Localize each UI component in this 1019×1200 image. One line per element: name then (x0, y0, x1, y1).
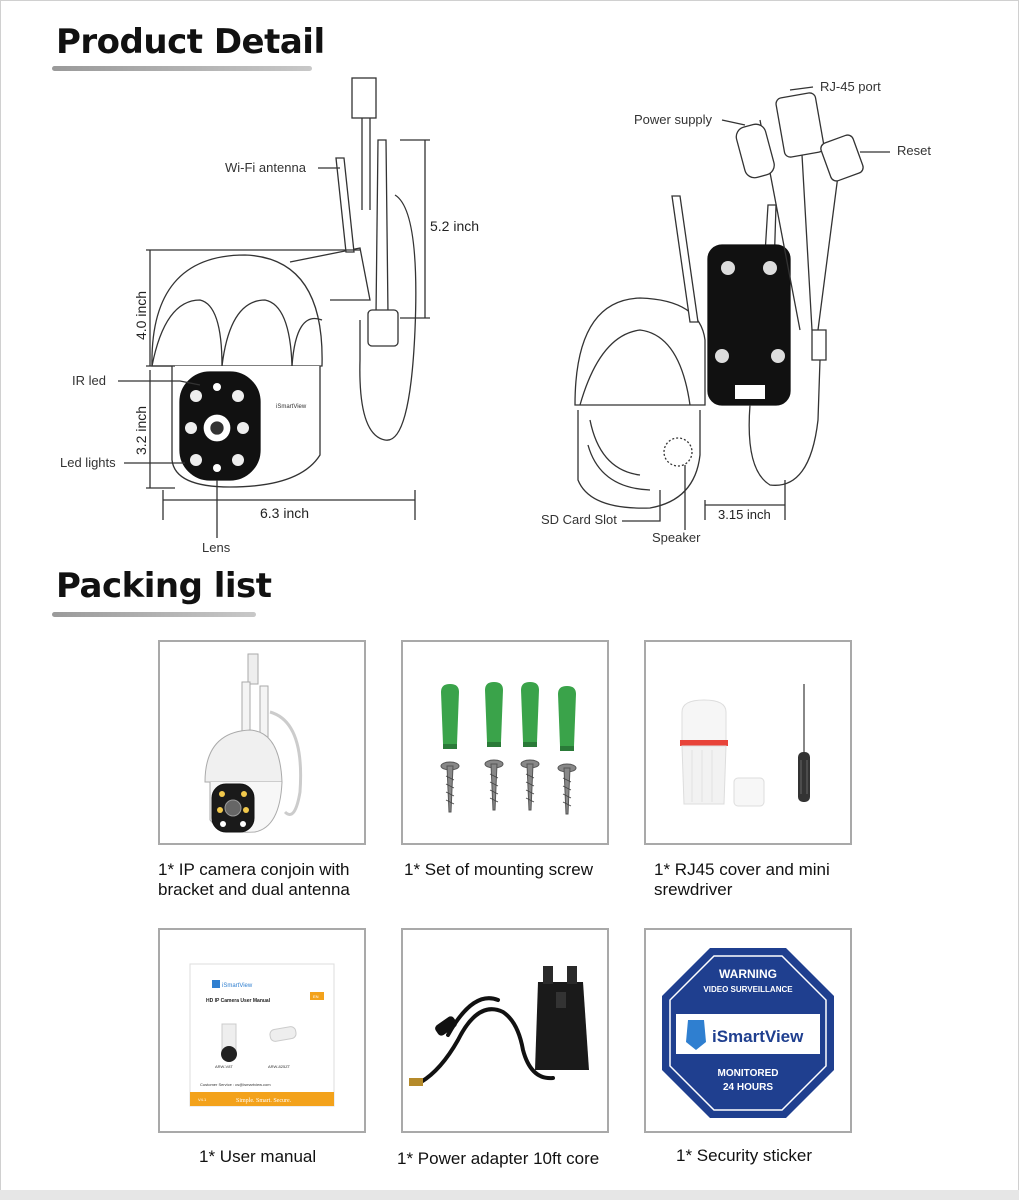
item-rj45-box (644, 640, 852, 845)
camera-illustration (204, 653, 303, 833)
dim-height-total: 5.2 inch (430, 218, 480, 234)
item-sticker-box: WARNING VIDEO SURVEILLANCE iSmartView MO… (644, 928, 852, 1133)
caption-manual-line1: 1* User manual (199, 1147, 317, 1166)
caption-rj45-line1: 1* RJ45 cover and mini (654, 860, 830, 879)
sticker-hours: 24 HOURS (723, 1082, 773, 1093)
label-wifi-antenna: Wi-Fi antenna (225, 160, 306, 175)
label-led-lights: Led lights (60, 455, 116, 470)
rj45-cover-illustration (680, 684, 810, 807)
label-power-supply: Power supply (634, 112, 713, 127)
dim-body-height: 3.2 inch (133, 405, 149, 455)
item-camera-box (158, 640, 366, 845)
dim-dome-height: 4.0 inch (133, 290, 149, 340)
manual-model-b: ARW-825ZT (268, 1064, 291, 1069)
manual-version: V4.1 (198, 1097, 207, 1102)
packing-list-title: Packing list (56, 566, 272, 606)
manual-illustration: iSmartView HD IP Camera User Manual EN A… (189, 963, 335, 1107)
product-detail-underline (52, 66, 312, 71)
caption-adapter: 1* Power adapter 10ft core (397, 1149, 599, 1169)
power-adapter-illustration (409, 966, 589, 1086)
manual-model-a: ARW-V8T (215, 1064, 233, 1069)
caption-camera-line1: 1* IP camera conjoin with (158, 860, 350, 879)
product-detail-title: Product Detail (56, 22, 325, 62)
caption-adapter-line1: 1* Power adapter 10ft core (397, 1149, 600, 1168)
security-sticker-illustration: WARNING VIDEO SURVEILLANCE iSmartView MO… (662, 948, 834, 1118)
sticker-brand: iSmartView (712, 1027, 804, 1046)
item-adapter-box (401, 928, 609, 1133)
sticker-surveillance: VIDEO SURVEILLANCE (703, 985, 793, 994)
caption-sticker: 1* Security sticker (676, 1146, 812, 1166)
caption-screws-line1: 1* Set of mounting screw (404, 860, 593, 879)
screws-illustration (440, 682, 577, 815)
bottom-strip (0, 1190, 1019, 1200)
sticker-monitored: MONITORED (718, 1068, 779, 1079)
caption-screws: 1* Set of mounting screw (404, 860, 593, 880)
item-screws-box (401, 640, 609, 845)
label-lens: Lens (202, 540, 231, 555)
label-sd-card-slot: SD Card Slot (541, 512, 617, 527)
manual-lang: EN (313, 994, 319, 999)
label-rj45-port: RJ-45 port (820, 79, 881, 94)
label-speaker: Speaker (652, 530, 701, 545)
caption-rj45-line2: srewdriver (654, 880, 733, 899)
manual-title: HD IP Camera User Manual (206, 998, 271, 1004)
manual-service: Customer Service : cs@ismartview.com (200, 1082, 271, 1087)
caption-manual: 1* User manual (199, 1147, 316, 1167)
label-ir-led: IR led (72, 373, 106, 388)
caption-sticker-line1: 1* Security sticker (676, 1146, 813, 1165)
manual-brand: iSmartView (222, 983, 253, 989)
dim-depth: 3.15 inch (718, 507, 771, 522)
manual-slogan: Simple. Smart. Secure. (236, 1098, 292, 1104)
caption-rj45: 1* RJ45 cover and mini srewdriver (654, 860, 830, 900)
packing-list-underline (52, 612, 256, 617)
dim-width: 6.3 inch (260, 505, 310, 521)
caption-camera: 1* IP camera conjoin with bracket and du… (158, 860, 350, 900)
caption-camera-line2: bracket and dual antenna (158, 880, 350, 899)
sticker-warning: WARNING (719, 967, 777, 981)
camera-brand-mark: iSmartView (276, 404, 307, 410)
product-diagram: iSmartView (118, 77, 890, 538)
label-reset: Reset (897, 143, 931, 158)
item-manual-box: iSmartView HD IP Camera User Manual EN A… (158, 928, 366, 1133)
